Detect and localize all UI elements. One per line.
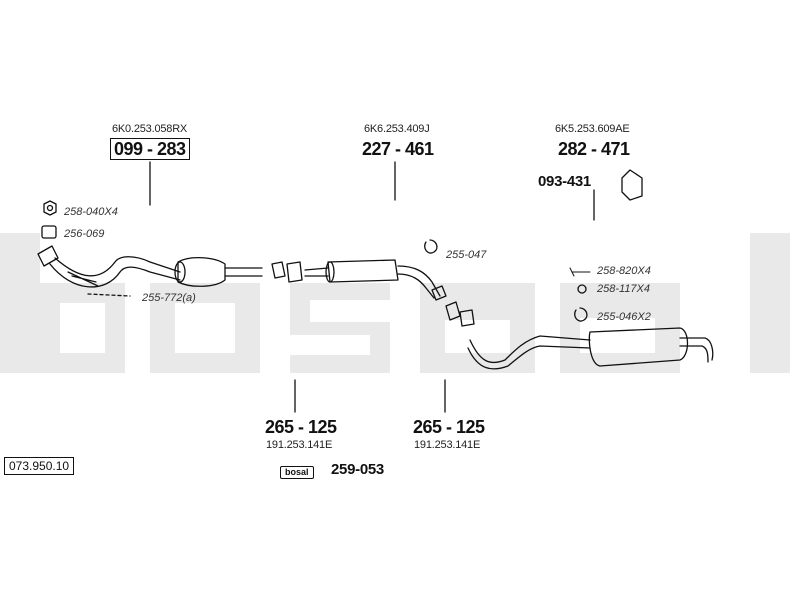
reference-number-box: 073.950.10	[4, 457, 75, 475]
part-number-rear-silencer[interactable]: 282 - 471	[558, 139, 630, 159]
oe-number-clamp-rear: 191.253.141E	[414, 439, 481, 451]
mounting-kit[interactable]: bosal	[280, 463, 314, 479]
mounting-kit-brand-badge: bosal	[280, 466, 314, 479]
accessory-nut-label[interactable]: 258-040X4	[64, 206, 118, 218]
part-number-clamp-front[interactable]: 265 - 125	[265, 417, 337, 437]
part-number-catalytic-converter[interactable]: 099 - 283	[110, 138, 190, 160]
accessory-gasket-label[interactable]: 256-069	[64, 228, 105, 240]
part-number-middle-silencer[interactable]: 227 - 461	[362, 139, 434, 159]
part-number-rear-bracket[interactable]: 093-431	[538, 173, 591, 190]
accessory-bolt-label[interactable]: 258-820X4	[597, 265, 651, 277]
part-number-clamp-rear[interactable]: 265 - 125	[413, 417, 485, 437]
oe-number-catalytic-converter: 6K0.253.058RX	[112, 123, 188, 135]
accessory-sensor-label[interactable]: 255-772(a)	[142, 292, 196, 304]
oe-number-middle-silencer: 6K6.253.409J	[364, 123, 430, 135]
part-number-mounting-kit[interactable]: 259-053	[331, 461, 384, 478]
accessory-rubber-mount-mid-label[interactable]: 255-047	[446, 249, 487, 261]
oe-number-clamp-front: 191.253.141E	[266, 439, 333, 451]
accessory-washer-label[interactable]: 258-117X4	[597, 283, 651, 295]
accessory-rubber-mount-rear-label[interactable]: 255-046X2	[597, 311, 651, 323]
oe-number-rear-silencer: 6K5.253.609AE	[555, 123, 630, 135]
